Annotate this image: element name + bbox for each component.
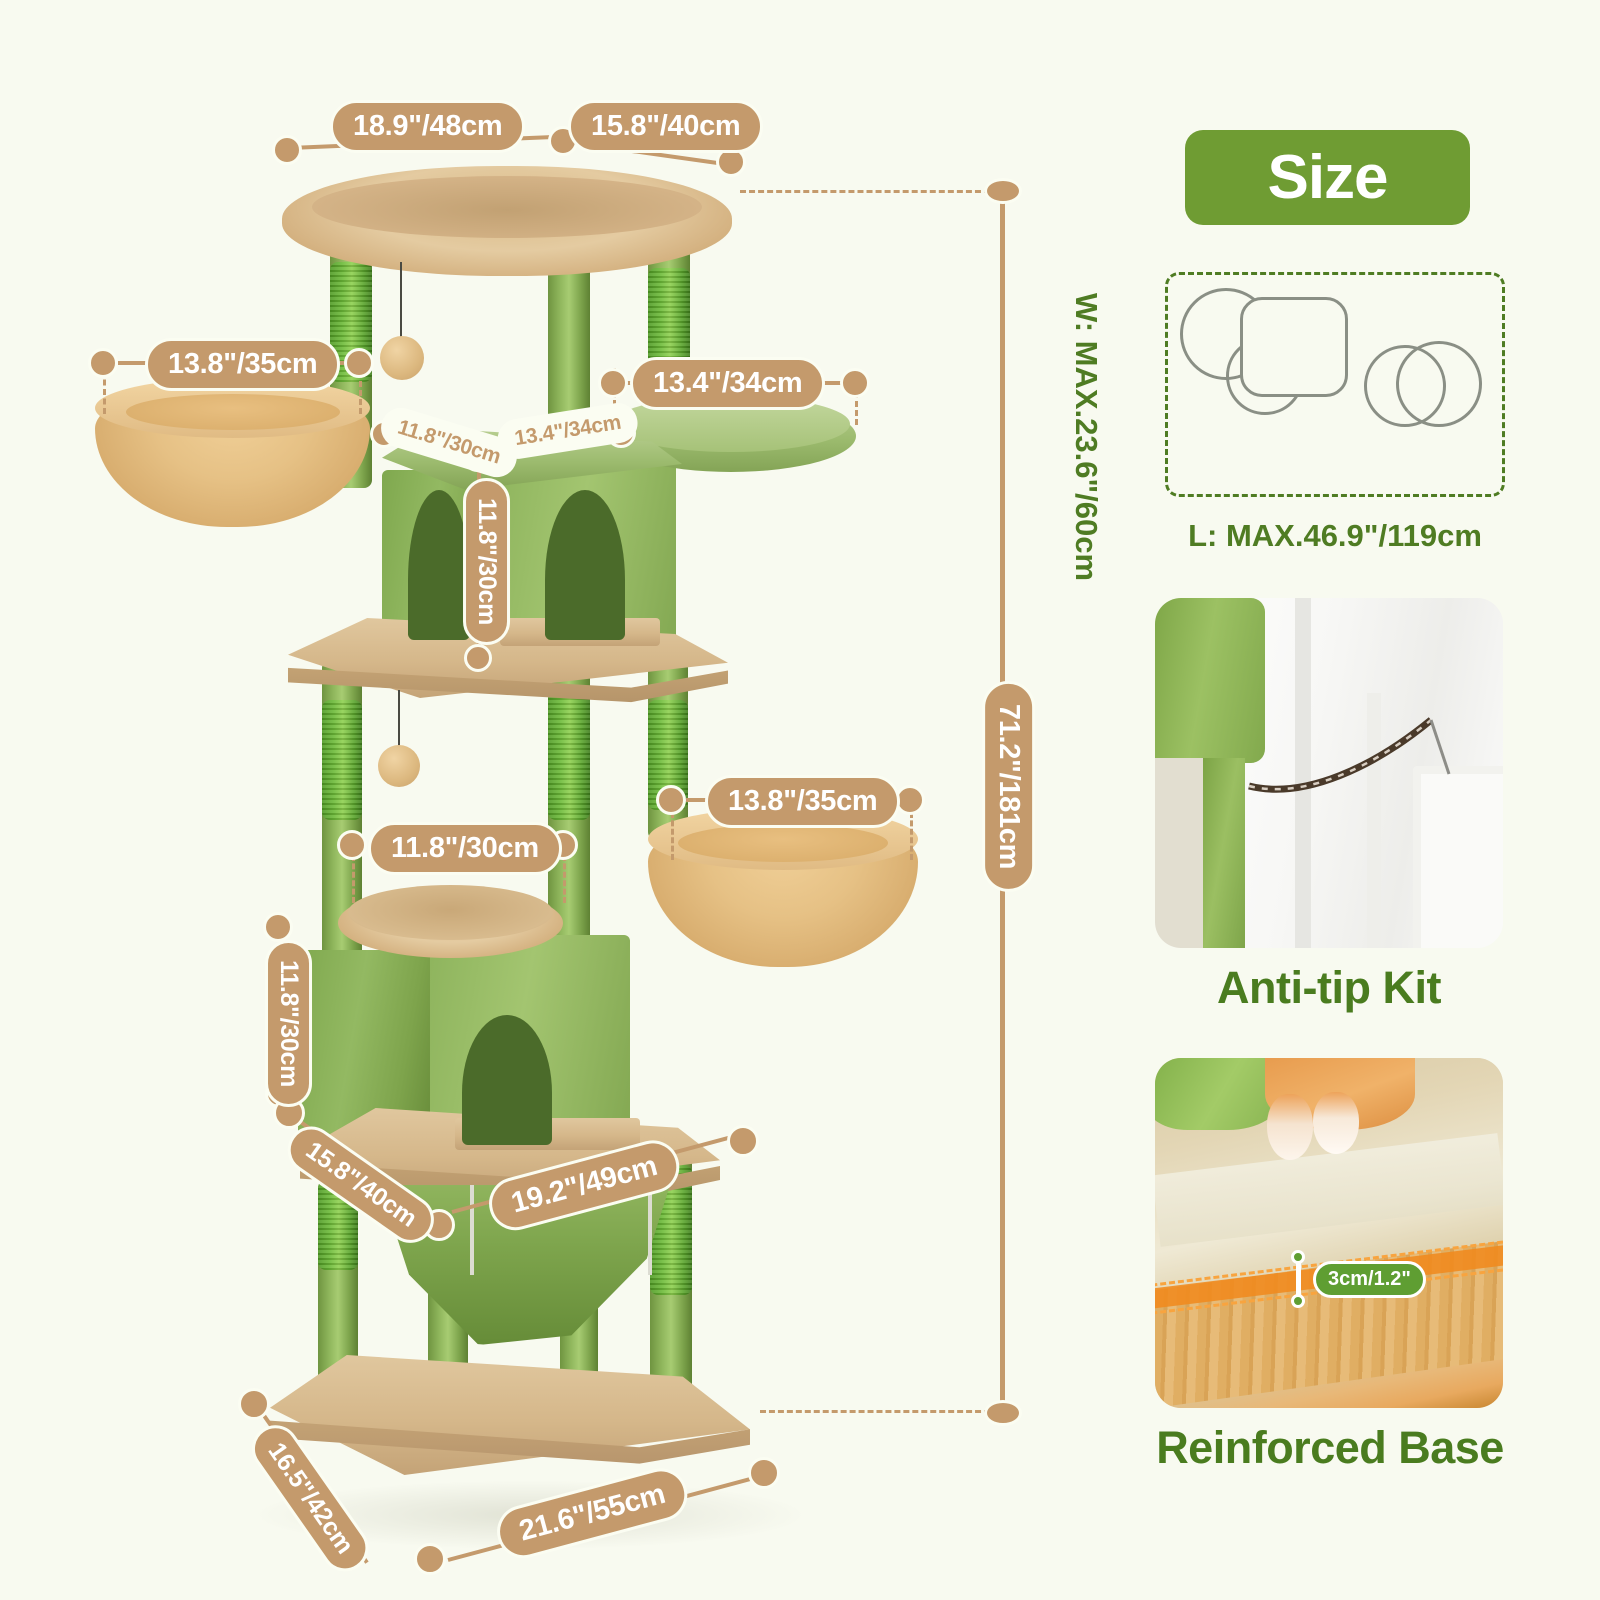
leader-upper-round-left [622, 381, 636, 385]
footprint-square [1240, 297, 1348, 397]
endpoint-total-height-bottom [984, 1400, 1022, 1426]
lower-basket-interior [678, 824, 888, 862]
size-footprint-box [1165, 272, 1505, 497]
anti-tip-kit-caption: Anti-tip Kit [1217, 962, 1441, 1013]
endpoint-condo-height-bottom [464, 644, 492, 672]
tick-lower-basket-left [671, 812, 674, 860]
anti-tip-strap-icon [1248, 717, 1451, 793]
tick-upper-basket-right [359, 372, 362, 414]
pom-ball-mid [378, 745, 420, 787]
anti-tip-door-panel [1413, 766, 1503, 948]
label-total-height: 71.2"/181cm [982, 680, 1036, 893]
label-condo-height: 11.8"/30cm [463, 477, 511, 646]
tick-upper-basket-left [103, 370, 106, 414]
upper-condo-entrance-left [408, 490, 470, 640]
endpoint-lower-shelf-width-right [727, 1125, 759, 1157]
size-length-label: L: MAX.46.9"/119cm [1188, 518, 1482, 553]
label-lower-basket: 13.8"/35cm [705, 775, 901, 828]
endpoint-upper-round-left [598, 368, 628, 398]
reinforced-base-green-plush [1155, 1058, 1282, 1130]
label-top-bed-depth: 15.8"/40cm [568, 100, 764, 153]
endpoint-upper-round-right [840, 368, 870, 398]
tick-mid-round-right [563, 855, 566, 903]
post-mid-left-sisal [322, 700, 362, 820]
label-lower-condo-height: 11.8"/30cm [265, 939, 313, 1108]
thickness-label: 3cm/1.2" [1313, 1261, 1426, 1298]
endpoint-total-height-top [984, 178, 1022, 204]
pom-string-top [400, 262, 402, 340]
thickness-measure-bar [1296, 1256, 1301, 1302]
extension-total-height-bottom [760, 1410, 990, 1413]
pom-ball-top [380, 336, 424, 380]
endpoint-base-depth-bottom [414, 1543, 446, 1575]
thickness-dot-bottom [1291, 1294, 1305, 1308]
endpoint-lower-condo-height-top [263, 912, 293, 942]
post-mid-center-sisal [548, 690, 590, 820]
hammock-strap-right [648, 1180, 652, 1275]
endpoint-lower-basket-left [656, 785, 686, 815]
tick-mid-round-left [352, 855, 355, 903]
cat-paw-left [1267, 1094, 1313, 1160]
extension-total-height-top [740, 190, 990, 193]
upper-basket-interior [126, 394, 340, 430]
anti-tip-post-top [1155, 598, 1265, 763]
endpoint-upper-basket-left [88, 348, 118, 378]
endpoint-upper-basket-right [344, 348, 374, 378]
size-width-label: W: MAX.23.6"/60cm [1069, 293, 1104, 582]
tick-upper-round-right [855, 383, 858, 425]
size-badge: Size [1185, 130, 1470, 225]
label-top-bed-width: 18.9"/48cm [330, 100, 526, 153]
mid-round-platform-top [348, 885, 553, 940]
endpoint-base-depth-top [238, 1388, 270, 1420]
pom-string-mid [398, 690, 400, 750]
endpoint-mid-round-left [337, 830, 367, 860]
anti-tip-wall-shadow [1155, 758, 1203, 948]
label-upper-basket: 13.8"/35cm [145, 338, 341, 391]
upper-condo-entrance-front [545, 490, 625, 640]
thickness-dot-top [1291, 1250, 1305, 1264]
reinforced-base-photo: 3cm/1.2" [1155, 1058, 1503, 1408]
reinforced-base-caption: Reinforced Base [1156, 1422, 1504, 1473]
footprint-circle-4 [1396, 341, 1482, 427]
leader-lower-basket-left [686, 798, 708, 802]
anti-tip-post-lower [1201, 758, 1245, 948]
anti-tip-kit-photo [1155, 598, 1503, 948]
post-top-right-sisal [648, 268, 690, 368]
endpoint-top-bed-width-left [272, 135, 302, 165]
endpoint-base-width-right [748, 1457, 780, 1489]
leader-upper-basket-left [118, 361, 148, 365]
tick-lower-basket-right [910, 812, 913, 860]
anti-tip-door-frame [1295, 598, 1311, 948]
label-mid-round-platform: 11.8"/30cm [368, 822, 562, 875]
top-bed-interior [312, 176, 702, 238]
lower-condo-entrance [462, 1015, 552, 1145]
cat-paw-right [1313, 1092, 1359, 1154]
label-upper-round-platform: 13.4"/34cm [630, 357, 826, 410]
leader-upper-round-right [822, 381, 846, 385]
hammock-strap-left [470, 1185, 474, 1275]
